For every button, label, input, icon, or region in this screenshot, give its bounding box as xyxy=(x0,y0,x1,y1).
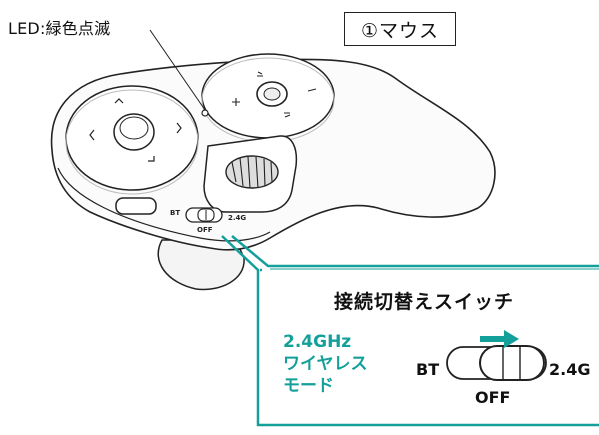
receiver-slot xyxy=(115,197,157,215)
left-dial-rim xyxy=(65,89,199,195)
g24-label: 2.4G xyxy=(549,360,591,379)
mouse-skirt xyxy=(157,239,245,291)
callout-frame xyxy=(221,235,599,427)
device-off-label: OFF xyxy=(197,226,213,234)
device-bt-label: BT xyxy=(170,209,180,217)
led-indicator xyxy=(201,109,209,117)
switch-knob xyxy=(479,345,545,381)
title-box: ①マウス xyxy=(344,12,456,46)
scroll-wheel-ridges xyxy=(231,156,273,189)
off-label: OFF xyxy=(475,388,511,407)
right-dial-marks xyxy=(232,71,317,118)
mode-label: 2.4GHz ワイヤレス モード xyxy=(283,332,368,396)
switch-title: 接続切替えスイッチ xyxy=(334,291,515,313)
led-label: LED:緑色点滅 xyxy=(8,19,111,38)
device-24g-label: 2.4G xyxy=(228,214,246,222)
led-leader-line xyxy=(149,29,206,111)
dial-arrow-marks xyxy=(89,98,182,162)
mouse-side-face xyxy=(57,167,271,242)
joystick-knob-top xyxy=(119,116,149,140)
bt-label: BT xyxy=(416,360,440,379)
right-arrow-icon xyxy=(480,330,519,348)
center-button-inner xyxy=(263,87,281,101)
